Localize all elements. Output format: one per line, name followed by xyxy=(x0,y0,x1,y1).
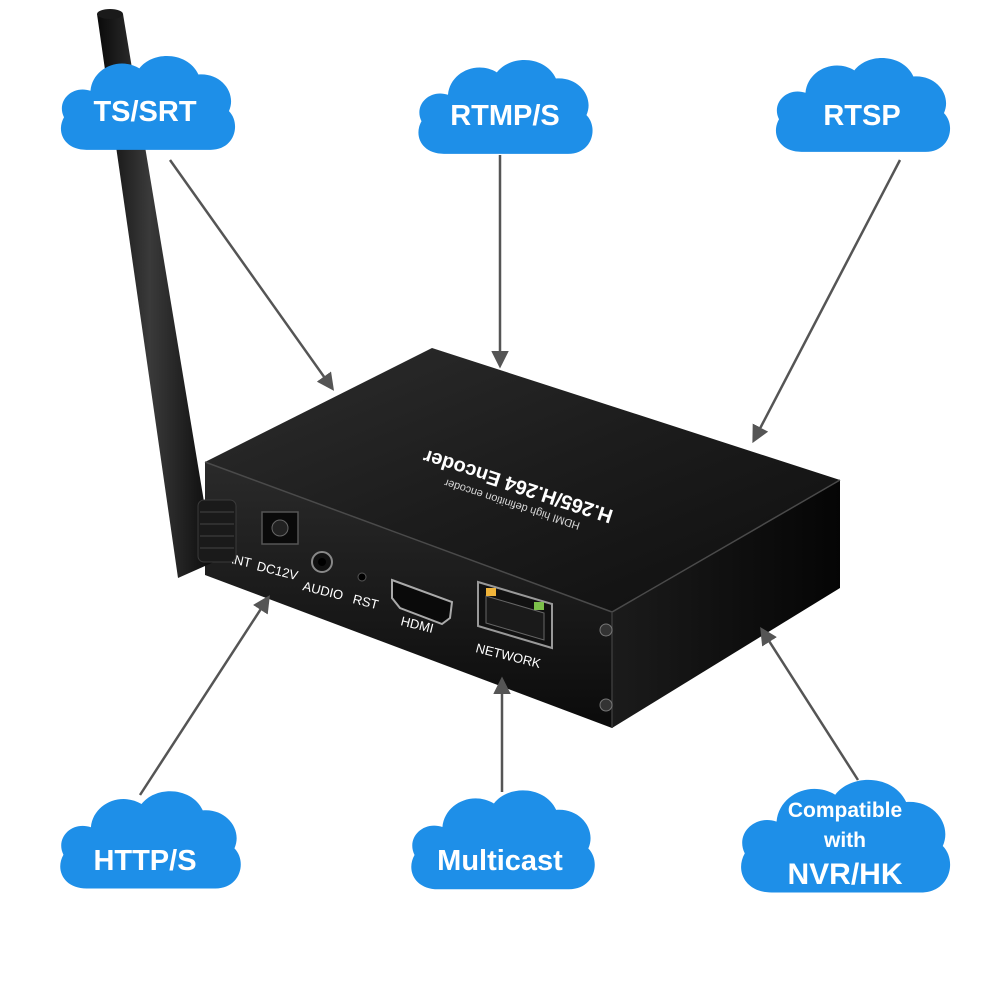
cloud-label-rtsp: RTSP xyxy=(823,100,900,132)
cloud-label-rtmps: RTMP/S xyxy=(450,100,560,132)
arrow-ts-srt xyxy=(168,159,335,391)
cloud-label-with: with xyxy=(823,829,866,852)
arrow-https xyxy=(138,595,270,796)
port-label-rst: RST xyxy=(351,591,380,612)
hdmi-port xyxy=(391,578,454,626)
cloud-label-nvr-hk: NVR/HK xyxy=(787,858,902,891)
arrows xyxy=(138,155,902,796)
antenna-connector xyxy=(197,499,237,563)
cloud-label-compatible: Compatible xyxy=(788,799,902,822)
antenna xyxy=(97,9,237,578)
cloud-label-https: HTTP/S xyxy=(93,845,196,877)
cloud-https: HTTP/S xyxy=(60,791,241,889)
cloud-compatible: Compatible with NVR/HK xyxy=(741,779,951,893)
device-top xyxy=(205,348,840,612)
network-led-amber xyxy=(486,588,496,596)
reset-button xyxy=(357,572,367,582)
screw-top-right xyxy=(599,623,613,637)
cloud-label-multicast: Multicast xyxy=(437,845,563,877)
antenna-body xyxy=(97,14,214,578)
cloud-ts-srt: TS/SRT xyxy=(60,55,236,150)
cloud-rtmps: RTMP/S xyxy=(418,59,593,154)
network-led-green xyxy=(534,602,544,610)
screw-bottom-right xyxy=(599,698,613,712)
device-side xyxy=(612,480,840,728)
arrow-compatible xyxy=(760,627,860,781)
encoder-device: H.265/H.264 Encoder HDMI high definition… xyxy=(204,348,841,728)
cloud-rtsp: RTSP xyxy=(775,57,951,152)
cloud-label-ts-srt: TS/SRT xyxy=(93,96,196,128)
cloud-multicast: Multicast xyxy=(411,790,595,890)
arrow-rtsp xyxy=(752,159,902,444)
